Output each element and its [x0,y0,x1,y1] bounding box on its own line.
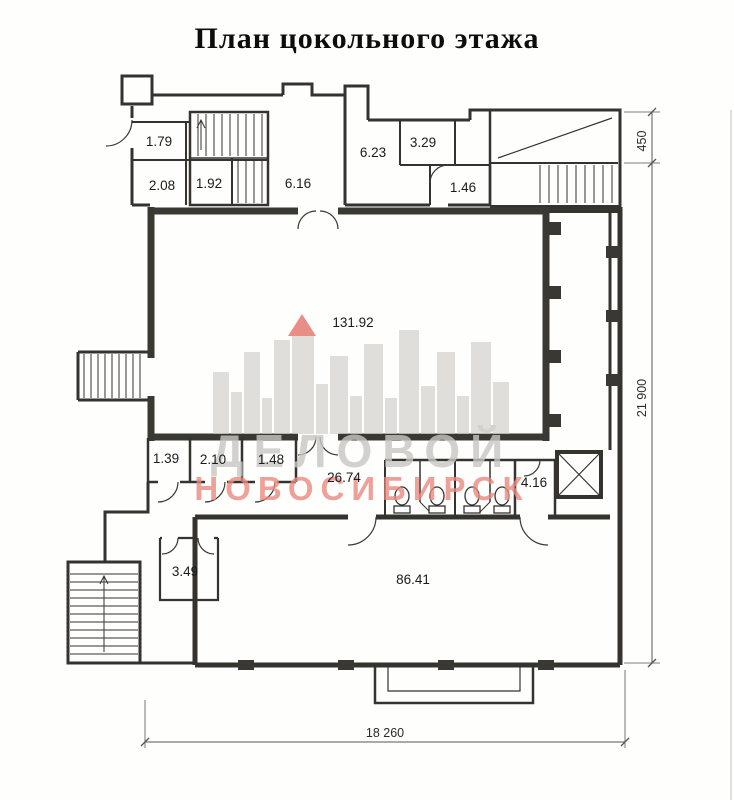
right-outer-wall [608,207,623,665]
stair-treads-bottom-left [70,573,138,655]
room-label-139: 1.39 [153,451,179,466]
stair-ramp-line [497,117,613,159]
room-label-210: 2.10 [200,452,226,467]
bottom-extension [373,665,535,705]
elevator-shaft [555,450,603,499]
room-label-416: 4.16 [521,475,547,490]
dimension-right-top: 450 [635,131,649,152]
room-label-349: 3.49 [172,564,198,579]
room-label-146: 1.46 [450,180,476,195]
bottom-room-walls [192,514,620,705]
watermark-text-line2: НОВОСИБИРСК [194,470,529,507]
room-label-8641: 86.41 [396,572,430,587]
top-right-block [488,110,620,213]
top-middle-block [399,120,492,205]
dimension-bottom: 18 260 [366,726,404,740]
main-hall-walls [147,207,550,441]
stair-treads-top-right [539,165,613,203]
stair-arrow-top-left [196,118,206,150]
room-label-616: 6.16 [285,176,311,191]
watermark-skyline [213,330,509,434]
dimension-right-full: 21 900 [635,379,649,417]
top-left-chimney [120,74,154,106]
outer-walls [66,74,622,665]
bottom-wall-piers [238,660,554,670]
bottom-left-stair-block [66,560,142,665]
watermark-text-line1: ДЕЛОВОЙ [211,425,513,477]
room-label-329: 3.29 [410,135,436,150]
watermark-roof-triangle [288,314,316,336]
door-arcs [105,119,549,555]
scan-edge-artifact [730,110,732,800]
wall-pilasters [549,222,620,427]
room-label-192: 1.92 [196,176,222,191]
room-label-13192: 131.92 [332,315,373,330]
room-349-walls [158,536,220,602]
dimension-labels: 450 21 900 18 260 [366,131,649,740]
watermark: ДЕЛОВОЙ НОВОСИБИРСК [194,314,529,507]
room-label-208: 2.08 [149,178,175,193]
stair-arrow-bottom-left [99,574,109,652]
toilet-fixtures [393,486,511,514]
room-labels: 1.79 2.08 1.92 6.16 6.23 3.29 1.46 131.9… [146,134,547,587]
top-left-block [132,110,270,207]
room-label-623: 6.23 [360,145,386,160]
room-label-148: 1.48 [258,452,284,467]
stair-treads-top-left [196,114,263,203]
dimension-lines [140,107,660,748]
room-label-179: 1.79 [146,134,172,149]
stair-treads-left-mid [83,354,141,398]
page-title: План цокольного этажа [194,22,540,55]
room-label-2674: 26.74 [327,470,361,485]
small-rooms-row [146,438,298,484]
